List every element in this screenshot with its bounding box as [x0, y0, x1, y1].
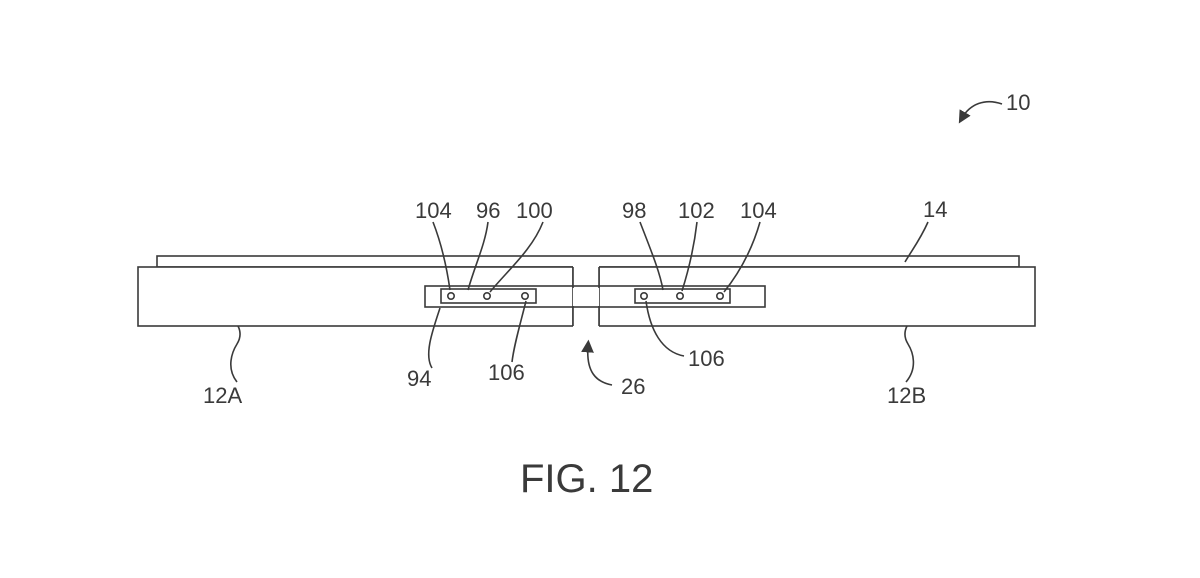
label-104-right: 104 — [740, 198, 777, 223]
compartment-96 — [440, 288, 537, 304]
hole-100 — [482, 291, 491, 300]
hole-102 — [675, 291, 684, 300]
label-106-left: 106 — [488, 360, 525, 385]
label-26: 26 — [621, 374, 645, 399]
label-14: 14 — [923, 197, 947, 222]
label-10: 10 — [1006, 90, 1030, 115]
label-106-right: 106 — [688, 346, 725, 371]
label-12a: 12A — [203, 383, 242, 408]
hole-104-left — [446, 291, 455, 300]
label-104-left: 104 — [415, 198, 452, 223]
hole-106-right — [639, 291, 648, 300]
label-100: 100 — [516, 198, 553, 223]
label-12b: 12B — [887, 383, 926, 408]
hole-104-right — [715, 291, 724, 300]
label-98: 98 — [622, 198, 646, 223]
hole-106-left — [520, 291, 529, 300]
label-102: 102 — [678, 198, 715, 223]
hinge-support-member — [424, 285, 766, 308]
hinge-gap — [573, 264, 599, 328]
label-96: 96 — [476, 198, 500, 223]
label-94: 94 — [407, 366, 431, 391]
figure-caption: FIG. 12 — [520, 457, 653, 501]
